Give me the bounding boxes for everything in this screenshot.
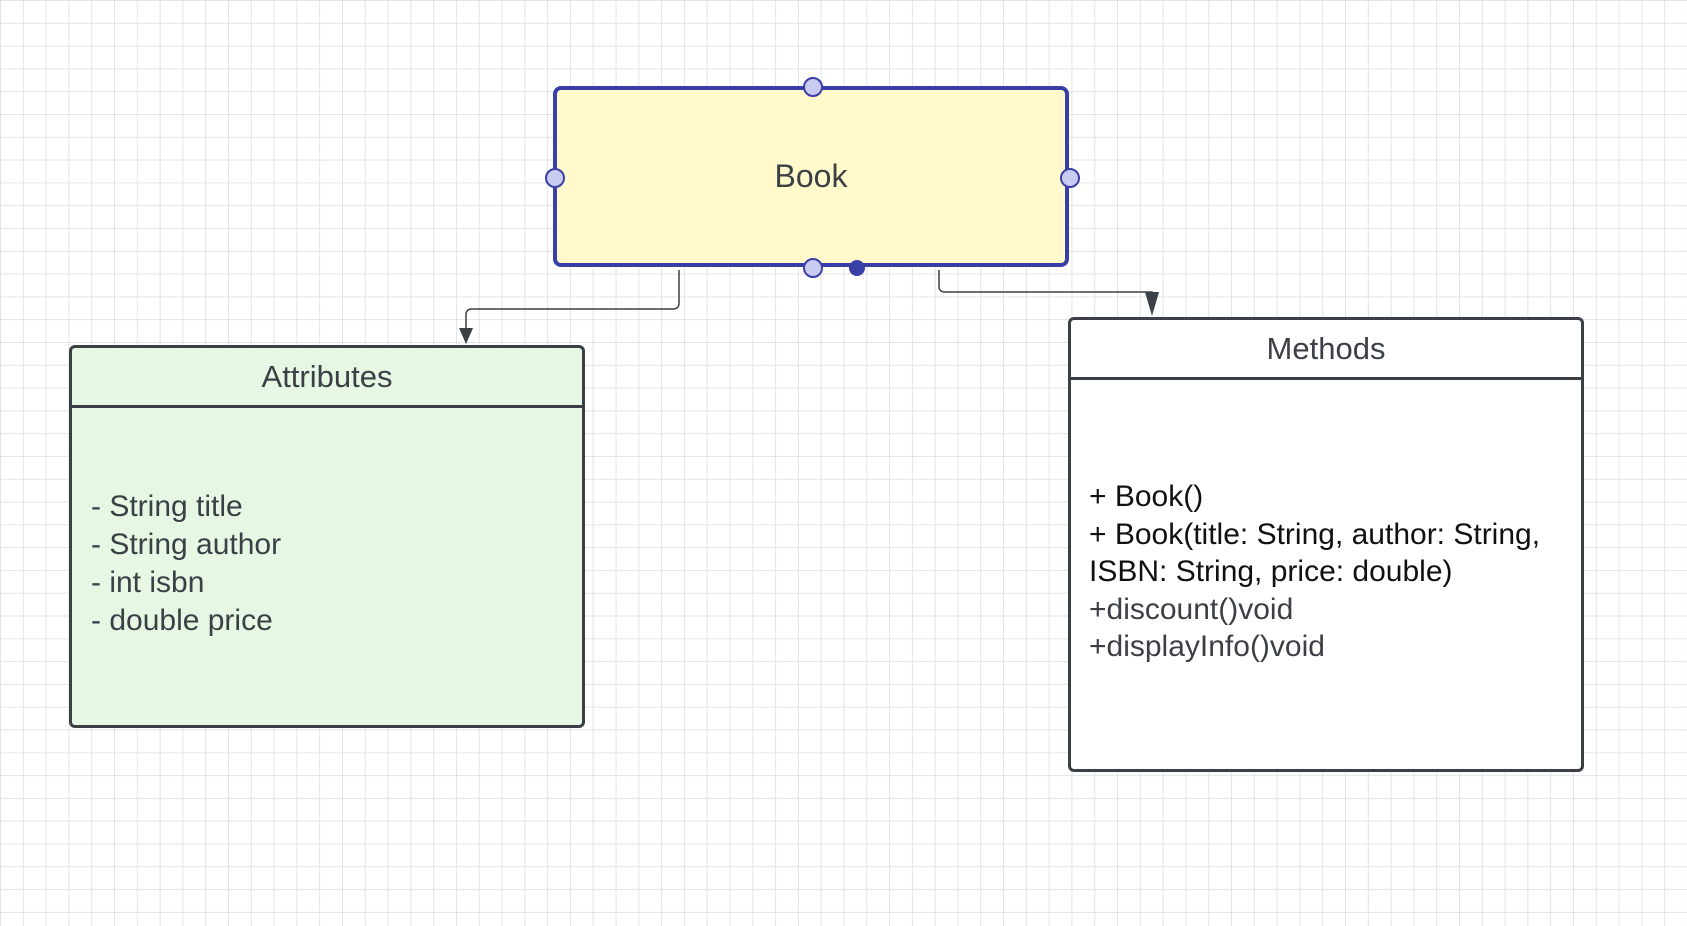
connector-book-to-attributes[interactable] (465, 270, 680, 328)
attribute-item: - String title (91, 490, 243, 523)
connection-handle-top[interactable] (803, 77, 823, 97)
method-item: +displayInfo()void (1089, 630, 1325, 663)
connection-handle-left[interactable] (545, 168, 565, 188)
attribute-item: - int isbn (91, 566, 205, 599)
book-class-shape[interactable]: Book (553, 86, 1069, 267)
connector-anchor-point[interactable] (849, 260, 865, 276)
attribute-item: - double price (91, 604, 273, 637)
attribute-item: - String author (91, 528, 282, 561)
attributes-box[interactable]: Attributes - String title - String autho… (69, 345, 585, 728)
attributes-header: Attributes (72, 348, 582, 408)
methods-header: Methods (1071, 320, 1581, 380)
connection-handle-bottom[interactable] (803, 258, 823, 278)
method-item: +discount()void (1089, 592, 1294, 626)
method-item-continuation: ISBN: String, price: double) (1089, 555, 1453, 588)
method-item: + Book() (1089, 480, 1204, 513)
method-item: + Book(title: String, author: String, (1089, 517, 1541, 551)
connector-book-to-methods[interactable] (938, 270, 1153, 300)
connection-handle-right[interactable] (1060, 168, 1080, 188)
methods-box[interactable]: Methods + Book() + Book(title: String, a… (1068, 317, 1584, 772)
methods-list: + Book() + Book(title: String, author: S… (1089, 478, 1569, 666)
attributes-list: - String title - String author - int isb… (91, 488, 281, 640)
book-class-title: Book (774, 158, 848, 194)
arrowhead-attributes (459, 328, 473, 344)
arrowhead-methods (1145, 292, 1159, 316)
